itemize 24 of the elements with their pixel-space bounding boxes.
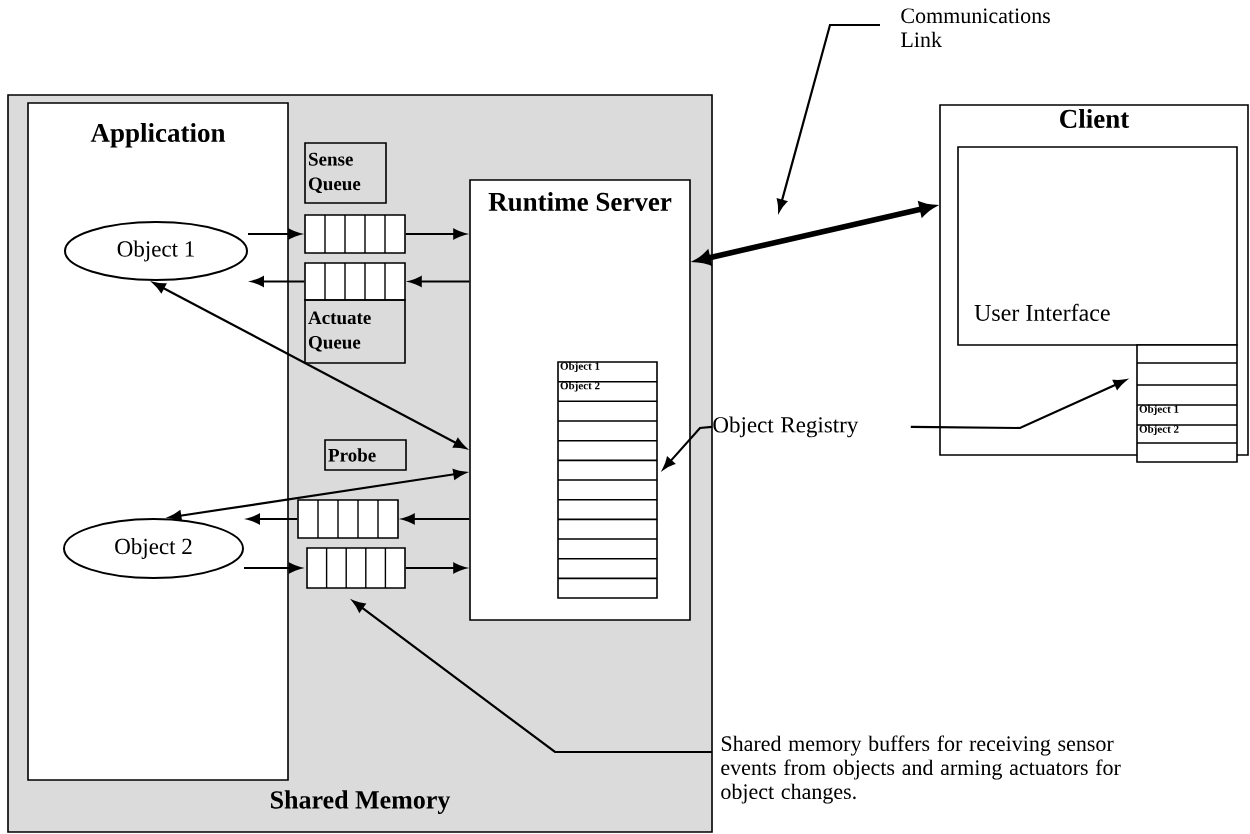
arrow bbox=[248, 228, 301, 240]
arrow bbox=[152, 282, 467, 449]
queue-buffer bbox=[306, 547, 406, 589]
callout-text: Shared memory buffers for receiving sensor events from objects and arming actuators for object changes. bbox=[721, 735, 1121, 804]
leader-line bbox=[776, 23, 880, 212]
queue-buffer bbox=[297, 499, 399, 539]
arrow bbox=[168, 469, 466, 521]
arrow bbox=[244, 562, 302, 574]
registry-table: Object 1 Object 2 bbox=[557, 361, 658, 599]
leader-line bbox=[662, 425, 713, 470]
queue-label-box: Sense Queue bbox=[304, 142, 387, 204]
registry-table: Object 1 Object 2 bbox=[1136, 344, 1238, 463]
arrow bbox=[405, 228, 466, 240]
callout-text: Object Registry bbox=[713, 416, 859, 438]
arrow bbox=[402, 513, 470, 525]
arrow bbox=[247, 513, 298, 525]
probe-box: Probe bbox=[324, 439, 407, 471]
queue-buffer bbox=[304, 262, 406, 301]
callout-text: Communications Link bbox=[901, 8, 1050, 47]
leader-line bbox=[352, 600, 712, 754]
arrow bbox=[405, 562, 466, 574]
leader-line bbox=[910, 379, 1127, 430]
queue-label-box: Actuate Queue bbox=[304, 299, 406, 364]
queue-buffer bbox=[304, 214, 406, 254]
